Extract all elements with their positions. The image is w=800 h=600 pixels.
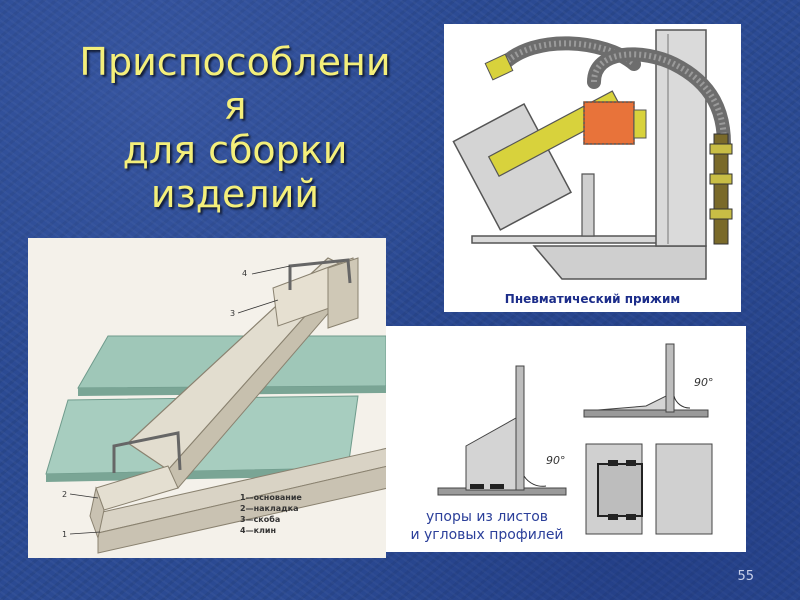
pneumatic-clamp-figure: Пневматический прижим xyxy=(444,24,741,312)
stops-caption-line-1: упоры из листов xyxy=(425,509,549,525)
callout-1: 1 xyxy=(62,530,67,539)
jig-legend: 1—основание 2—накладка 3—скоба 4—клин xyxy=(240,492,302,536)
callout-4: 4 xyxy=(242,269,247,278)
assembly-jig-figure: 4 3 2 1 1—основание 2—накладка 3—скоба 4… xyxy=(28,238,386,558)
legend-item-staple: 3—скоба xyxy=(240,515,281,524)
stops-figure: 90° 90° упоры из листов и угловых профил… xyxy=(386,326,746,552)
callout-3: 3 xyxy=(230,309,235,318)
slide-number: 55 xyxy=(737,569,754,584)
stops-caption: упоры из листов и угловых профилей xyxy=(392,508,582,544)
assembly-jig-drawing: 4 3 2 1 xyxy=(45,257,386,554)
legend-item-overlay: 2—накладка xyxy=(240,504,299,513)
slide-title: Приспособлени я для сборки изделий xyxy=(40,40,430,216)
title-line-2: я xyxy=(223,84,247,128)
pneumatic-clamp-drawing xyxy=(452,29,733,280)
callout-2: 2 xyxy=(62,490,67,499)
title-line-1: Приспособлени xyxy=(79,40,391,84)
pneumatic-clamp-caption: Пневматический прижим xyxy=(504,292,681,306)
legend-item-base: 1—основание xyxy=(240,493,302,502)
angle-label-left: 90° xyxy=(546,454,566,467)
legend-item-wedge: 4—клин xyxy=(240,526,276,535)
angle-label-right: 90° xyxy=(694,376,714,389)
stops-drawing: 90° 90° xyxy=(437,343,714,535)
title-line-3: для сборки xyxy=(122,128,348,172)
stops-caption-line-2: и угловых профилей xyxy=(410,527,564,543)
title-line-4: изделий xyxy=(150,172,320,216)
